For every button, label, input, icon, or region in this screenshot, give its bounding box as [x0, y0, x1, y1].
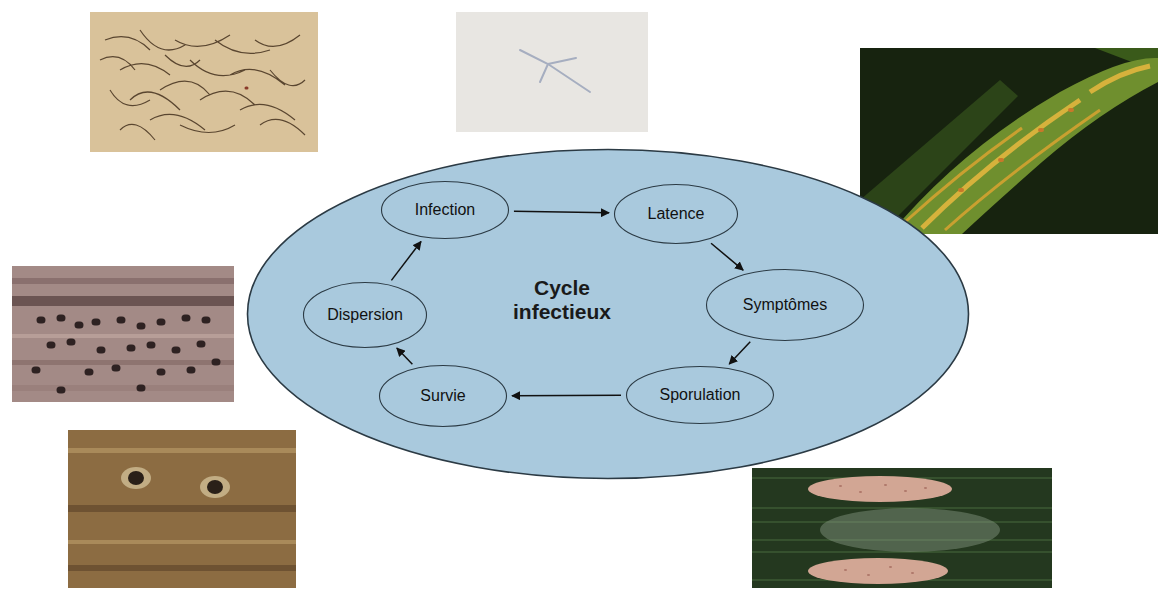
- leaf-lesions: [905, 110, 1100, 230]
- ellipse-shape: [380, 366, 507, 427]
- spore-filaments: [100, 30, 305, 140]
- germ-tube: [520, 50, 590, 92]
- dark-spot: [207, 480, 223, 494]
- tissue-stripe: [12, 334, 234, 338]
- straw-stripe: [68, 565, 296, 571]
- photo-ground: [90, 12, 318, 152]
- spore-dot: [246, 87, 247, 90]
- cycle-arrow: [512, 395, 621, 397]
- stage-label: Latence: [648, 205, 705, 223]
- straw-stripe: [68, 448, 296, 453]
- stage-label: Sporulation: [660, 386, 741, 404]
- photo-ground: [68, 430, 296, 588]
- leaf-symptom-photo: [860, 48, 1158, 234]
- cycle-arrow: [397, 348, 413, 364]
- spot-halo: [121, 467, 151, 489]
- stage-ellipse: Dispersion: [302, 281, 428, 349]
- stage-ellipse: Latence: [613, 183, 739, 245]
- leaf: [890, 58, 1158, 234]
- photo-ground: [860, 48, 1158, 234]
- photo-ground: [752, 468, 1052, 588]
- spore-photo: [90, 12, 318, 152]
- spot-halo: [200, 476, 230, 498]
- leaf-lesions: [922, 66, 1150, 228]
- dark-spot: [128, 471, 144, 485]
- stage-label: Symptômes: [743, 296, 827, 314]
- stage-ellipse: Sporulation: [625, 365, 775, 425]
- stage-label: Survie: [420, 387, 465, 405]
- ellipse-shape: [382, 182, 509, 239]
- pycnidia-dots: [35, 318, 217, 390]
- ellipse-shape: [615, 185, 738, 244]
- survival-photo: [68, 430, 296, 588]
- tissue-stripe: [12, 385, 234, 391]
- cycle-ellipse: Cycle infectieux Infection LatenceSymptôme…: [246, 148, 970, 480]
- pustule: [808, 558, 948, 584]
- cycle-arrow: [729, 342, 750, 364]
- stage-label: Infection: [415, 201, 475, 219]
- photo-ground: [456, 12, 648, 132]
- cycle-arrow: [391, 241, 421, 280]
- pycnidia-photo: [12, 266, 234, 402]
- tissue-stripe: [12, 360, 234, 365]
- stage-ellipse: Infection: [380, 180, 510, 240]
- ellipse-shape: [248, 150, 969, 479]
- photo-ground: [12, 266, 234, 402]
- pustule-speckles: [840, 485, 926, 575]
- ellipse-shape: [707, 270, 864, 341]
- stage-ellipse: Survie: [378, 364, 508, 428]
- cycle-arrow: [514, 211, 609, 213]
- germ-tube-photo: [456, 12, 648, 132]
- sporulation-photo: [752, 468, 1052, 588]
- tissue-stripe: [12, 296, 234, 306]
- straw-stripe: [68, 505, 296, 512]
- leaf-spots: [960, 110, 1072, 190]
- ellipse-shape: [304, 283, 427, 348]
- stage-ellipse: Symptômes: [705, 268, 865, 342]
- haze: [820, 508, 1000, 552]
- tissue-stripe: [12, 278, 234, 284]
- cycle-arrow: [711, 243, 743, 270]
- ellipse-shape: [627, 367, 774, 424]
- stage-label: Dispersion: [327, 306, 403, 324]
- pustule: [808, 476, 952, 502]
- straw-stripe: [68, 540, 296, 544]
- cycle-title: Cycle infectieux: [497, 276, 627, 324]
